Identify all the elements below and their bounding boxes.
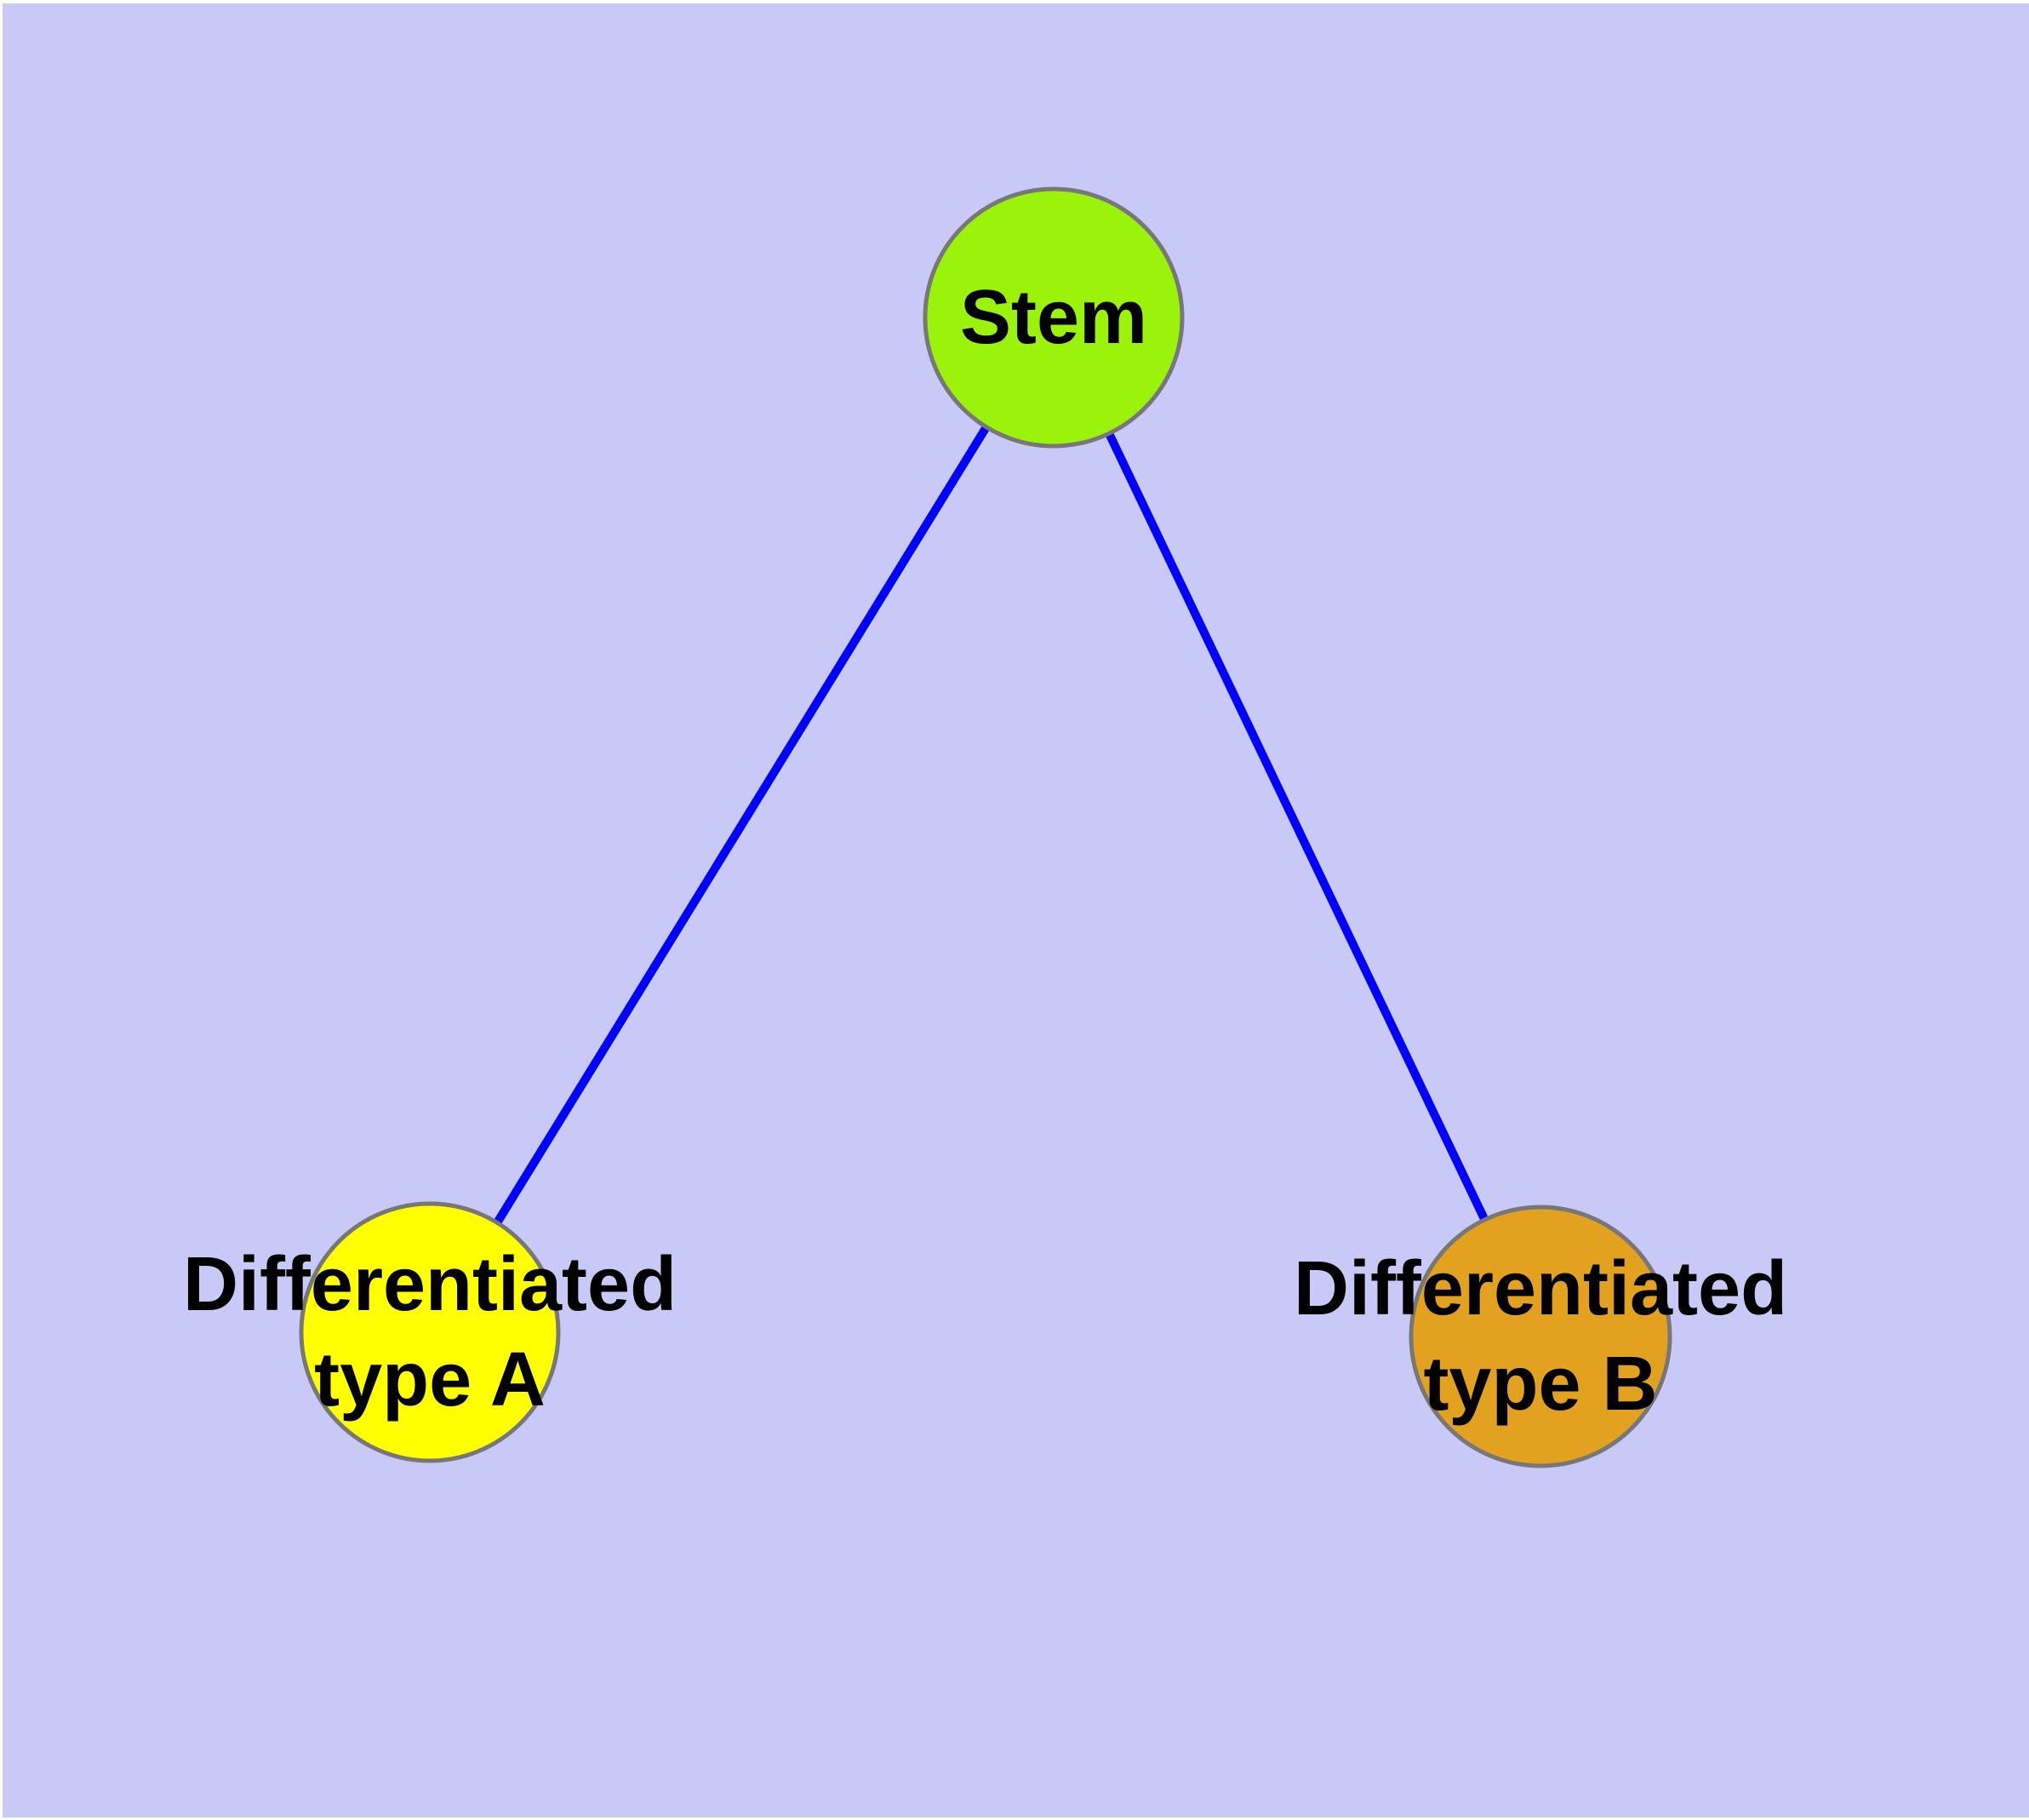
node-label-differentiated-type-a: Differentiated type A: [182, 1242, 677, 1422]
edge-stem-to-type-a: [426, 315, 1058, 1335]
node-label-stem: Stem: [959, 275, 1148, 360]
node-type-b-circle: [1409, 1205, 1672, 1468]
node-type-a-circle: [299, 1201, 561, 1463]
edge-stem-to-type-b: [1049, 315, 1545, 1339]
node-stem-circle: [923, 186, 1185, 449]
node-label-differentiated-type-b: Differentiated type B: [1293, 1246, 1788, 1427]
